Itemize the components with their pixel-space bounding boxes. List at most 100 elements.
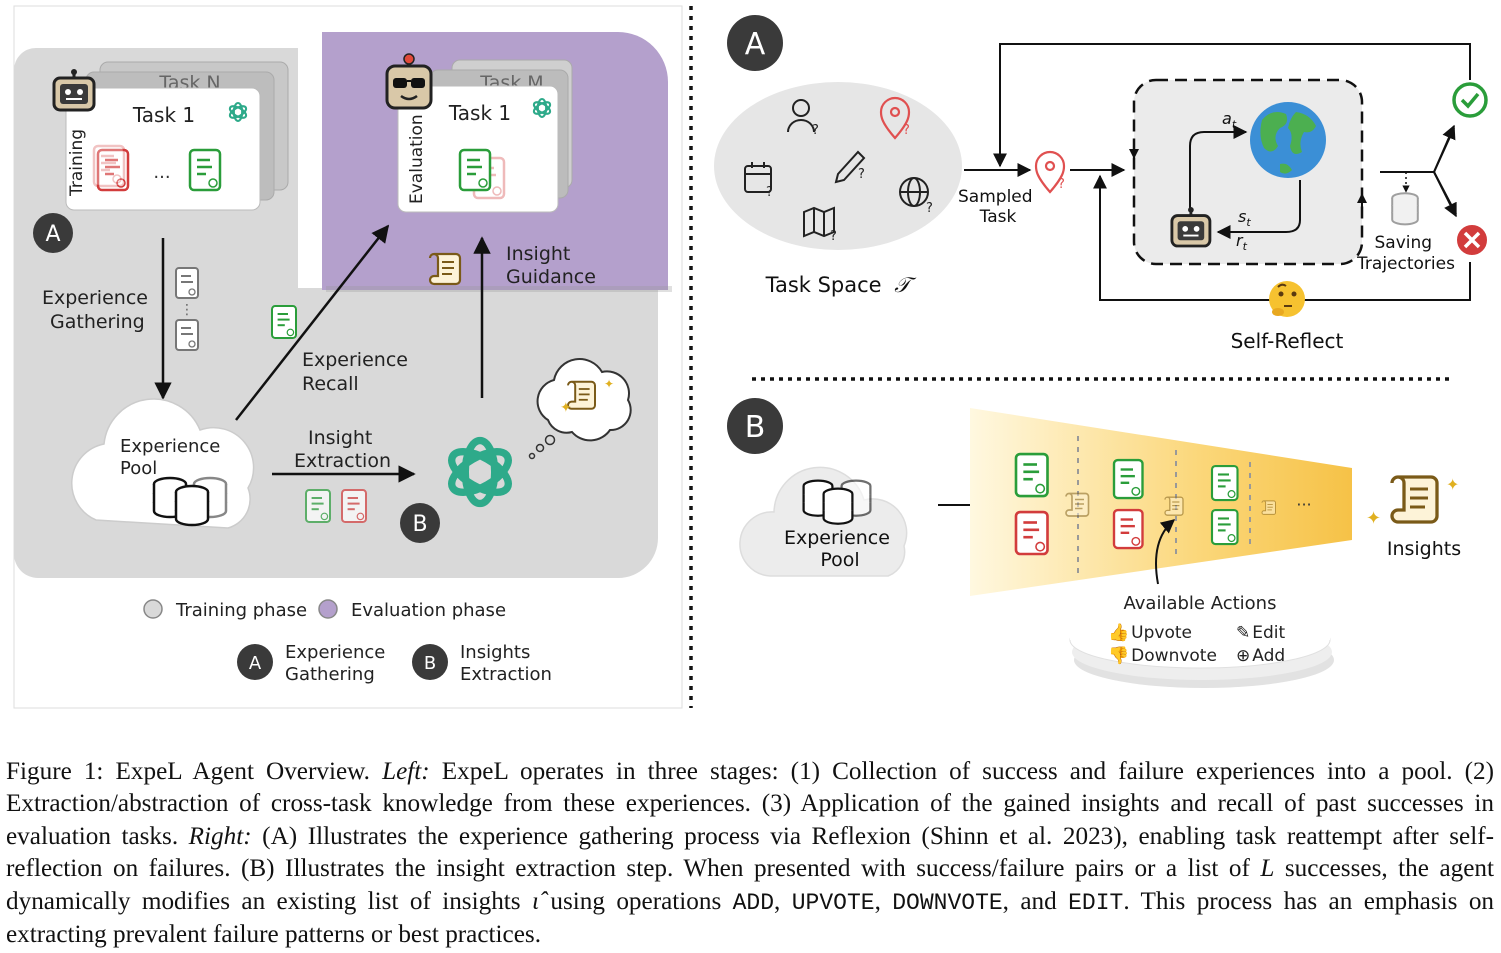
location-question-icon [879,96,911,140]
upvote-action: 👍Upvote [1108,622,1192,643]
available-actions-title: Available Actions [1124,593,1277,614]
add-action: ⊕Add [1236,646,1285,666]
svg-text:?: ? [903,123,910,138]
sampled-task-location-icon [1034,150,1066,194]
caption-op-downvote: DOWNVOTE [892,889,1003,916]
training-ellipsis: ... [153,162,170,183]
action-label: at [1222,109,1237,131]
caption-right-label: Right: [188,822,252,850]
caption-title: Figure 1: ExpeL Agent Overview. [6,758,383,785]
experience-recall-label: Experience Recall [302,349,414,395]
insight-funnel [970,408,1352,596]
caption-sep: , [874,887,893,915]
svg-text:A: A [249,653,262,674]
pencil-question-icon [834,150,866,184]
svg-text:?: ? [858,167,865,182]
success-doc-icon [1210,508,1239,546]
svg-text:✦: ✦ [604,377,614,391]
svg-text:✦: ✦ [560,400,572,416]
training-phase-swatch [143,599,163,619]
insights-scroll-icon [1390,475,1439,524]
caption-op-add: ADD [732,889,775,916]
experience-pool-cloud-right [739,466,908,577]
task-space-ellipse [714,82,962,250]
user-question-icon [787,99,815,133]
saving-trajectories-label: Saving Trajectories [1356,233,1455,274]
success-doc-icon [1014,452,1049,498]
task-1-evaluation-label: Task 1 [448,101,511,125]
badge-a-left [33,213,73,253]
action-arrow [1189,125,1248,210]
calendar-question-icon [744,162,772,193]
svg-text:?: ? [766,185,773,200]
caption-text: ExpeL operates in three stages: (1) Coll… [6,758,1494,850]
legend-badge-a [237,644,273,680]
caption-op-upvote: UPVOTE [791,889,875,916]
figure-1: Task N Task 1 Training ... A Experience … [13,5,1489,709]
success-doc-icon [458,148,492,192]
caption-text: successes, the agent dynamically modifie… [6,855,1494,915]
caption-sep: , [774,887,792,915]
evaluation-phase-legend: Evaluation phase [351,600,506,621]
thinking-face-icon [1269,281,1305,317]
database-icon [152,476,228,527]
badge-a-right [727,15,783,71]
svg-text:B: B [745,410,766,445]
success-doc-icon [188,148,222,192]
trajectory-db-icon [1391,192,1419,226]
failure-x-icon [1455,223,1489,257]
svg-text:?: ? [830,229,837,244]
failure-doc-icon [1112,508,1144,550]
caption-left-label: Left: [382,758,430,785]
failure-doc-icon [1014,510,1049,556]
caption-sep: , and [1002,887,1069,915]
caption-op-edit: EDIT [1068,889,1124,916]
caption-iota: ι̂ [531,887,539,915]
insight-guidance-label: Insight Guidance [506,243,596,288]
badge-b-left [400,503,440,543]
caption-text: . This process has an emphasis on extrac… [6,887,1495,949]
evaluation-label: Evaluation [407,114,427,204]
experience-pool-right-label: Experience Pool [784,527,896,571]
edit-action: ✎Edit [1236,623,1286,643]
legend-insights-extraction: Insights Extraction [460,642,552,685]
figure-caption: Figure 1: ExpeL Agent Overview. Left: Ex… [6,756,1494,951]
success-doc-icon [270,304,298,340]
reward-label: rt [1236,231,1248,253]
map-question-icon [803,206,835,238]
svg-text:✦: ✦ [1446,475,1459,494]
caption-text: (A) Illustrates the experience gathering… [6,822,1494,883]
svg-text:B: B [412,512,427,537]
robot-sunglasses-icon [385,53,433,110]
grey-doc-icon [175,319,199,351]
training-label: Training [67,129,87,197]
retry-loop-arrow [993,43,1471,168]
svg-text:B: B [424,653,436,674]
experience-gathering-label: Experience Gathering [42,287,154,333]
task-space-label: Task Space 𝒯 [765,273,918,297]
observation-arrow [1216,180,1301,239]
self-reflect-label: Self-Reflect [1231,329,1344,353]
insights-label: Insights [1387,538,1461,560]
svg-text:?: ? [926,201,933,216]
svg-text:?: ? [812,123,819,138]
legend-badge-b [412,644,448,680]
success-check-icon [1452,82,1488,118]
experience-recall-arrow [235,224,390,421]
svg-text:A: A [45,222,60,247]
failure-doc-icon [340,488,368,524]
success-doc-icon [304,488,332,524]
sampled-task-label: Sampled Task [958,187,1038,227]
evaluation-phase-swatch [318,599,338,619]
badge-b-right [727,398,783,454]
environment-box [1132,78,1364,266]
caption-L: L [1260,855,1275,883]
success-doc-icon [1210,464,1239,502]
svg-text:✦: ✦ [1366,508,1381,529]
funnel-ellipsis: ··· [1296,495,1311,514]
available-actions-pointer [1155,519,1176,585]
earth-icon [1250,102,1326,178]
success-doc-icon [1112,458,1144,500]
legend-experience-gathering: Experience Gathering [285,642,391,685]
caption-text: using operations [538,887,733,915]
